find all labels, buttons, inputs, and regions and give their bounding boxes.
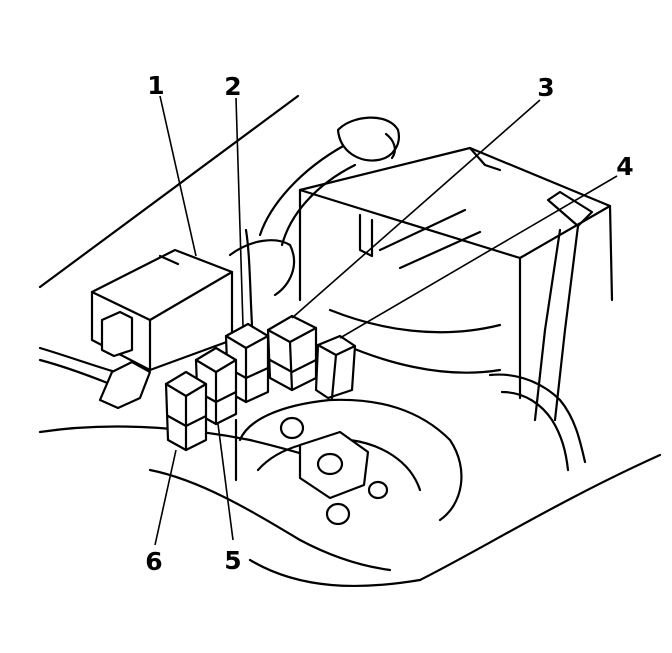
leader-line-1: [159, 95, 197, 257]
callout-2: 2: [224, 72, 241, 101]
callout-6: 6: [145, 547, 162, 576]
leader-line-3: [291, 99, 541, 319]
callout-1: 1: [147, 71, 164, 100]
leader-line-5: [217, 423, 234, 541]
relay-6: [164, 370, 208, 452]
battery-hold-down: [533, 190, 594, 422]
leader-line-2: [235, 97, 244, 327]
battery: [298, 146, 614, 400]
callout-labels: 1 2 3 4 5 6: [145, 71, 633, 576]
leader-lines: [154, 95, 618, 546]
callout-3: 3: [537, 73, 554, 102]
leader-line-6: [154, 449, 177, 546]
callout-5: 5: [224, 546, 241, 575]
wiring-harness: [228, 116, 400, 327]
relay-4: [314, 334, 357, 400]
relay-3: [266, 314, 318, 392]
strut-tower: [234, 398, 463, 526]
leader-line-4: [339, 175, 618, 339]
callout-4: 4: [616, 152, 633, 181]
fender-cable: [488, 373, 587, 472]
relay-box: [90, 248, 234, 410]
